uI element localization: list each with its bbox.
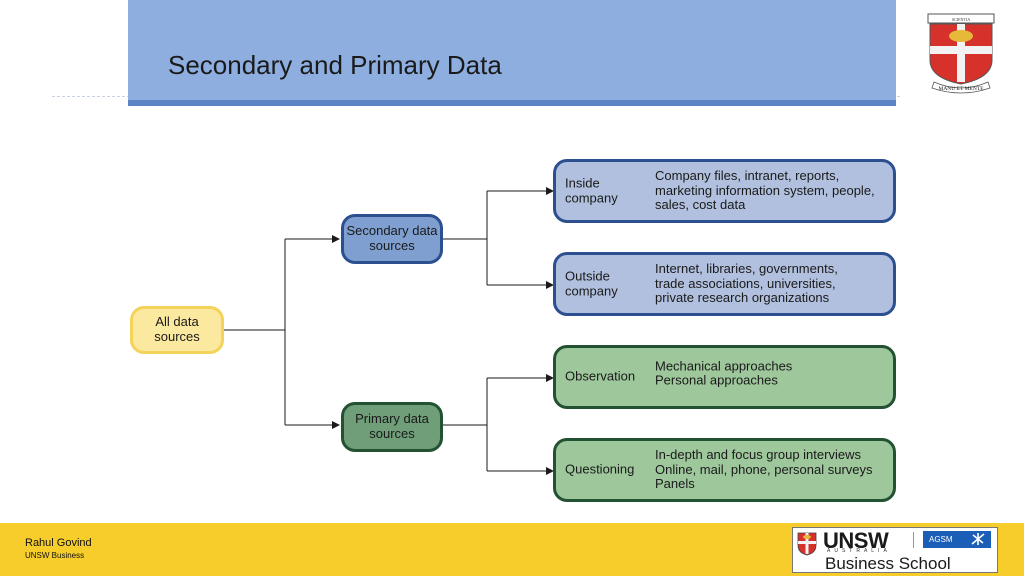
node-primary-label: Primary data sources	[355, 411, 429, 441]
star-icon	[971, 533, 985, 545]
svg-text:SCIENTIA: SCIENTIA	[952, 17, 970, 22]
logo-business-school-text: Business School	[825, 554, 951, 573]
description-line: sales, cost data	[655, 197, 746, 213]
node-questioning: Questioning In-depth and focus group int…	[553, 438, 896, 502]
unsw-crest-logo: SCIENTIA MANU ET MENTE	[927, 13, 995, 94]
description-line: Online, mail, phone, personal surveys	[655, 461, 873, 477]
logo-australia-text: AUSTRALIA	[827, 548, 891, 554]
description-line: marketing information system, people,	[655, 182, 875, 198]
description-line: Personal approaches	[655, 372, 778, 388]
node-observation-label: Observation	[565, 368, 636, 384]
description-line: Panels	[655, 476, 695, 492]
node-questioning-description: In-depth and focus group interviews Onli…	[655, 448, 873, 492]
node-all-data-sources-label: All data sources	[154, 314, 200, 344]
description-line: private research organizations	[655, 290, 830, 306]
node-observation-description: Mechanical approaches Personal approache…	[655, 357, 793, 388]
node-outside-company-label: Outside company	[565, 268, 618, 298]
node-outside-company-description: Internet, libraries, governments, trade …	[655, 262, 838, 306]
shield-icon	[797, 532, 817, 556]
node-primary-data-sources: Primary data sources	[341, 402, 443, 452]
crest-motto: MANU ET MENTE	[938, 86, 984, 92]
description-line: Company files, intranet, reports,	[655, 168, 840, 184]
footer-author: Rahul Govind	[25, 537, 92, 549]
node-observation: Observation Mechanical approaches Person…	[553, 345, 896, 409]
logo-agsm-text: AGSM	[929, 535, 953, 544]
logo-agsm-badge: AGSM	[923, 531, 991, 548]
node-outside-company: Outside company Internet, libraries, gov…	[553, 252, 896, 316]
node-inside-company-label: Inside company	[565, 175, 618, 205]
node-inside-company-description: Company files, intranet, reports, market…	[655, 169, 875, 213]
title-band-underline	[128, 100, 896, 106]
node-all-data-sources: All data sources	[130, 306, 224, 354]
node-inside-company: Inside company Company files, intranet, …	[553, 159, 896, 223]
node-secondary-label: Secondary data sources	[346, 223, 438, 253]
title-band: Secondary and Primary Data	[128, 0, 896, 106]
unsw-business-school-logo: UNSW AUSTRALIA AGSM Business School	[792, 527, 998, 573]
description-line: Internet, libraries, governments,	[655, 261, 838, 277]
description-line: In-depth and focus group interviews	[655, 447, 861, 463]
node-questioning-label: Questioning	[565, 461, 635, 477]
footer-organization: UNSW Business	[25, 551, 85, 560]
description-line: trade associations, universities,	[655, 275, 836, 291]
slide-title: Secondary and Primary Data	[168, 50, 502, 80]
logo-unsw-text: UNSW	[823, 528, 889, 553]
node-secondary-data-sources: Secondary data sources	[341, 214, 443, 264]
description-line: Mechanical approaches	[655, 357, 793, 373]
logo-separator	[913, 532, 914, 548]
